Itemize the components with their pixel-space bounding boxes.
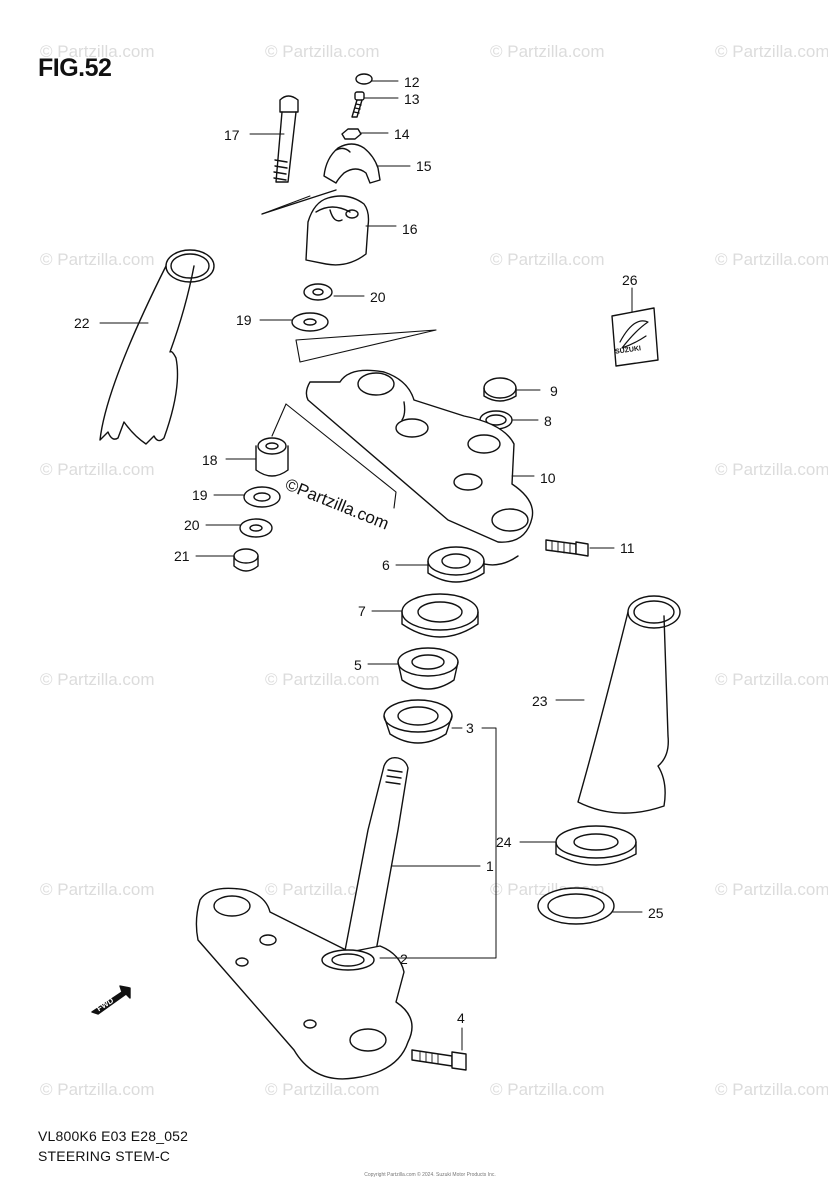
callout-25: 25 [648, 905, 664, 921]
callout-4: 4 [457, 1010, 465, 1026]
part-16-handlebar-holder-lower [305, 195, 370, 266]
watermark: © Partzilla.com [40, 670, 155, 689]
callout-17: 17 [224, 127, 240, 143]
callout-26: 26 [622, 272, 638, 288]
watermark: © Partzilla.com [265, 42, 380, 61]
part-2-seal [321, 949, 375, 971]
part-14-nut [341, 128, 362, 140]
watermark: © Partzilla.com [265, 1080, 380, 1099]
part-19-washer-lower [243, 486, 281, 508]
watermark: © Partzilla.com [40, 250, 155, 269]
part-9-cap [483, 377, 517, 402]
watermark: © Partzilla.com [715, 460, 828, 479]
part-6-steering-nut [427, 546, 485, 583]
callout-3: 3 [466, 720, 474, 736]
part-15-handlebar-holder-upper [323, 143, 381, 184]
callout-20: 20 [370, 289, 386, 305]
part-18-damper [255, 437, 289, 477]
part-24-lock-nut [555, 825, 637, 866]
watermark: © Partzilla.com [490, 1080, 605, 1099]
part-3-bearing [383, 699, 453, 744]
part-23-fork-cover [577, 595, 681, 814]
watermark: © Partzilla.com [715, 42, 828, 61]
callout-20-lower: 20 [184, 517, 200, 533]
callout-7: 7 [358, 603, 366, 619]
callout-9: 9 [550, 383, 558, 399]
callout-24: 24 [496, 834, 512, 850]
callout-2: 2 [400, 951, 408, 967]
watermark: © Partzilla.com [715, 670, 828, 689]
part-4-bolt [411, 1049, 467, 1071]
part-20-washer-lower [239, 518, 273, 538]
part-5-bearing-race [397, 647, 459, 690]
part-19-washer [291, 312, 329, 332]
part-21-nut [233, 548, 259, 572]
copyright-notice: Copyright Partzilla.com © 2024. Suzuki M… [364, 1172, 496, 1178]
watermark: © Partzilla.com [40, 1080, 155, 1099]
part-17-bolt [273, 95, 299, 183]
callout-8: 8 [544, 413, 552, 429]
callout-21: 21 [174, 548, 190, 564]
callout-23: 23 [532, 693, 548, 709]
part-20-washer [303, 283, 333, 301]
callout-1: 1 [486, 858, 494, 874]
part-11-bolt [545, 539, 589, 557]
callout-10: 10 [540, 470, 556, 486]
part-lower-bracket [195, 887, 413, 1080]
callout-22: 22 [74, 315, 90, 331]
callout-18: 18 [202, 452, 218, 468]
diagram-name: STEERING STEM-C [38, 1148, 171, 1164]
watermark: © Partzilla.com [715, 250, 828, 269]
part-1-steering-stem [343, 756, 409, 963]
part-26-emblem [611, 307, 659, 367]
watermark: © Partzilla.com [490, 42, 605, 61]
callout-19-lower: 19 [192, 487, 208, 503]
callout-12: 12 [404, 74, 420, 90]
fwd-arrow-icon [91, 985, 131, 1015]
callout-5: 5 [354, 657, 362, 673]
figure-title: FIG.52 [38, 54, 112, 82]
watermark: © Partzilla.com [265, 880, 380, 899]
part-12-cap [355, 73, 373, 85]
callout-14: 14 [394, 126, 410, 142]
callout-15: 15 [416, 158, 432, 174]
watermark: © Partzilla.com [715, 1080, 828, 1099]
part-10-upper-bracket [305, 369, 534, 566]
watermark: © Partzilla.com [40, 880, 155, 899]
watermark: © Partzilla.com [265, 670, 380, 689]
part-22-fork-cover [99, 249, 215, 445]
watermark: © Partzilla.com [40, 460, 155, 479]
callout-16: 16 [402, 221, 418, 237]
watermark: © Partzilla.com [490, 250, 605, 269]
part-13-screw [351, 91, 365, 118]
callout-13: 13 [404, 91, 420, 107]
callout-11: 11 [620, 540, 635, 556]
diagram-code: VL800K6 E03 E28_052 [38, 1128, 189, 1144]
watermark: © Partzilla.com [40, 42, 155, 61]
callout-19: 19 [236, 312, 252, 328]
part-7-dust-seal [401, 593, 479, 638]
watermark: © Partzilla.com [715, 880, 828, 899]
callout-6: 6 [382, 557, 390, 573]
